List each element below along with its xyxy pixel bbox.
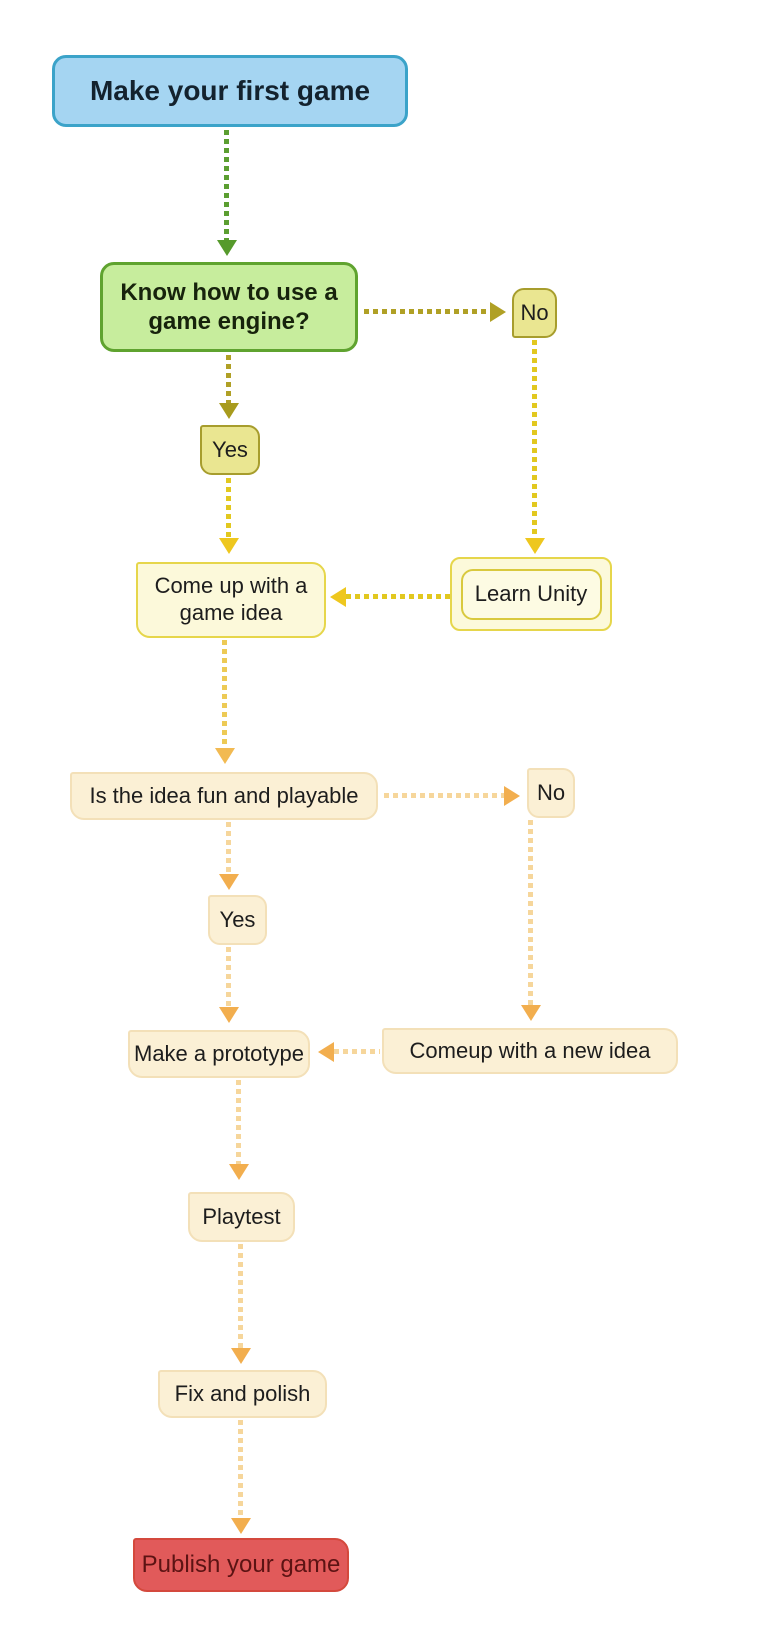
arrowhead-down-icon [215, 748, 235, 764]
arrowhead-down-icon [231, 1518, 251, 1534]
arrowhead-right-icon [490, 302, 506, 322]
dotted-line [226, 822, 231, 874]
arrowhead-down-icon [219, 538, 239, 554]
dotted-line [222, 640, 227, 748]
dotted-line [224, 130, 229, 240]
dotted-line [384, 793, 504, 798]
dotted-line [346, 594, 450, 599]
dotted-line [226, 947, 231, 1007]
node-question-game-engine: Know how to use a game engine? [100, 262, 358, 352]
arrowhead-down-icon [231, 1348, 251, 1364]
node-learn-unity: Learn Unity [450, 557, 612, 631]
node-learn-unity-inner: Learn Unity [460, 568, 602, 620]
dotted-line [528, 820, 533, 1005]
node-game-idea: Come up with a game idea [136, 562, 326, 638]
arrowhead-right-icon [504, 786, 520, 806]
arrowhead-down-icon [525, 538, 545, 554]
node-yes-engine: Yes [200, 425, 260, 475]
dotted-line [532, 340, 537, 538]
dotted-line [238, 1420, 243, 1518]
arrowhead-down-icon [219, 874, 239, 890]
dotted-line [238, 1244, 243, 1348]
arrowhead-left-icon [318, 1042, 334, 1062]
dotted-line [334, 1049, 380, 1054]
arrowhead-down-icon [217, 240, 237, 256]
arrowhead-down-icon [521, 1005, 541, 1021]
arrowhead-down-icon [219, 1007, 239, 1023]
dotted-line [226, 355, 231, 403]
arrowhead-down-icon [219, 403, 239, 419]
node-start: Make your first game [52, 55, 408, 127]
node-publish: Publish your game [133, 1538, 349, 1592]
node-new-idea: Comeup with a new idea [382, 1028, 678, 1074]
dotted-line [364, 309, 490, 314]
node-fix-and-polish: Fix and polish [158, 1370, 327, 1418]
node-question-fun-playable: Is the idea fun and playable [70, 772, 378, 820]
node-yes-fun: Yes [208, 895, 267, 945]
dotted-line [236, 1080, 241, 1164]
node-no-fun: No [527, 768, 575, 818]
arrowhead-left-icon [330, 587, 346, 607]
node-no-engine: No [512, 288, 557, 338]
node-playtest: Playtest [188, 1192, 295, 1242]
arrowhead-down-icon [229, 1164, 249, 1180]
node-make-prototype: Make a prototype [128, 1030, 310, 1078]
dotted-line [226, 478, 231, 538]
